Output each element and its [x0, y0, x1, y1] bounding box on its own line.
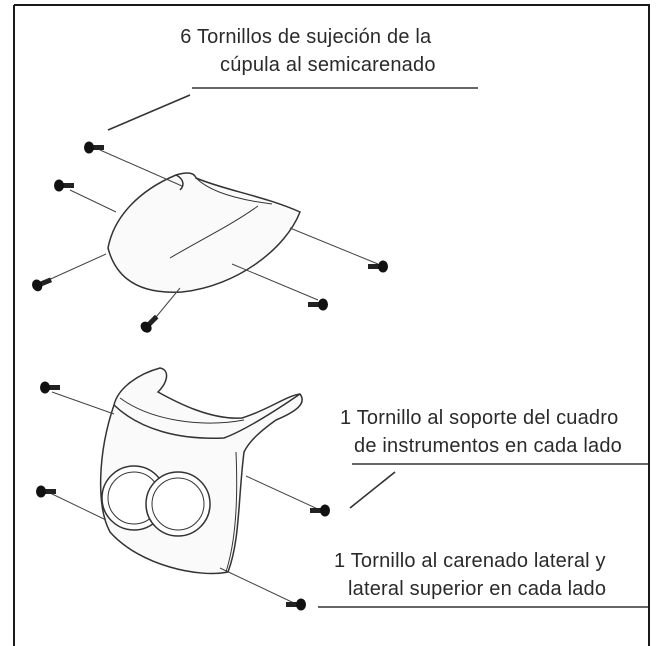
dome-windscreen [107, 172, 301, 294]
screw-icon [84, 141, 104, 154]
half-fairing [99, 367, 303, 575]
bottom-callout-label: 1 Tornillo al carenado lateral y lateral… [334, 547, 606, 603]
top-callout-line2: cúpula al semicarenado [220, 54, 436, 76]
top-callout-line1: 6 Tornillos de sujeción de la [180, 26, 432, 48]
middle-callout-label: 1 Tornillo al soporte del cuadro de inst… [340, 404, 622, 460]
screw-icon [368, 260, 388, 273]
screw-icon [36, 485, 56, 498]
bottom-callout-line2: lateral superior en cada lado [348, 578, 607, 600]
leader-lines [107, 87, 648, 608]
page-border [13, 4, 650, 646]
screw-icon [32, 277, 53, 292]
screw-icon [40, 381, 60, 394]
middle-label-leader [349, 471, 396, 509]
top-label-leader [107, 94, 191, 131]
screw-icon [140, 314, 159, 333]
middle-callout-line1: 1 Tornillo al soporte del cuadro [340, 407, 619, 429]
screw-icon [54, 179, 74, 192]
bottom-callout-line1: 1 Tornillo al carenado lateral y [334, 550, 606, 572]
fastener-axes [43, 149, 379, 605]
screw-icon [308, 298, 328, 311]
screw-icon [286, 598, 306, 611]
screw-icon [310, 504, 330, 517]
middle-callout-line2: de instrumentos en cada lado [354, 435, 622, 457]
top-callout-label: 6 Tornillos de sujeción de la cúpula al … [176, 23, 436, 79]
